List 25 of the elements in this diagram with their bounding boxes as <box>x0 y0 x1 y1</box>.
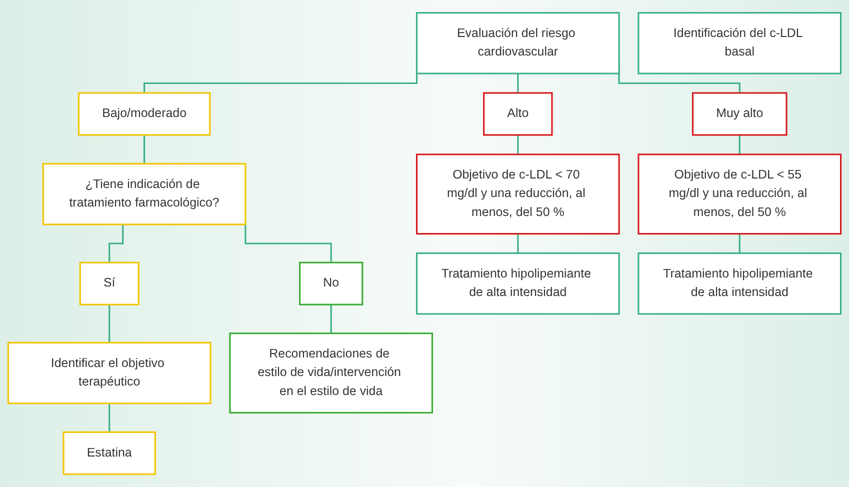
connector <box>108 224 124 264</box>
node-box: Identificar el objetivo terapéutico <box>7 342 212 404</box>
node-box: Tratamiento hipolipemiante de alta intensidad <box>638 252 842 315</box>
connector <box>517 134 519 156</box>
node-box: Identificación del c-LDL basal <box>638 12 842 74</box>
node-box: Evaluación del riesgo cardiovascular <box>416 12 620 74</box>
node-box: Sí <box>79 262 140 306</box>
node-box: Objetivo de c-LDL < 70 mg/dl y una reducción, al menos, del 50 % <box>416 154 620 235</box>
connector <box>330 304 332 334</box>
node-box: Estatina <box>62 431 156 475</box>
connector <box>144 134 146 165</box>
connector <box>738 134 740 156</box>
connector <box>517 234 519 254</box>
node-box: Muy alto <box>692 92 788 136</box>
connector <box>517 74 519 94</box>
node-box: Objetivo de c-LDL < 55 mg/dl y una reducción, al menos, del 50 % <box>638 154 842 235</box>
node-box: Bajo/moderado <box>78 92 211 136</box>
node-box: Recomendaciones de estilo de vida/intervención en el estilo de vida <box>229 332 434 414</box>
node-box: ¿Tiene indicación de tratamiento farmacológico? <box>42 162 246 226</box>
node-box: Tratamiento hipolipemiante de alta intensidad <box>416 252 620 315</box>
connector <box>108 403 110 433</box>
connector <box>108 304 110 344</box>
connector <box>738 234 740 254</box>
node-box: Alto <box>483 92 553 136</box>
node-box: No <box>299 262 364 306</box>
